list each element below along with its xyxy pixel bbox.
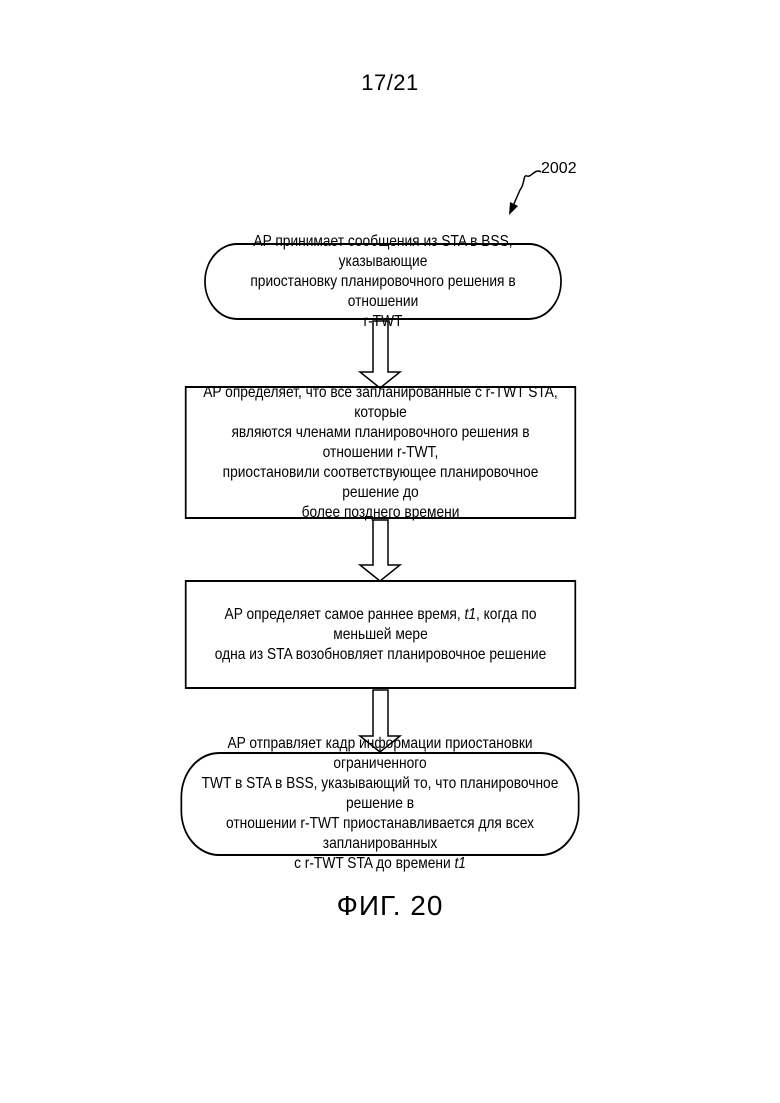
time-variable-t1: t1 <box>465 606 476 623</box>
reference-arrowhead <box>509 202 518 215</box>
time-variable-t1-final: t1 <box>454 855 465 872</box>
flow-arrow-2 <box>360 520 400 581</box>
step-1-line-3: r-TWT <box>216 312 550 332</box>
step-receive-messages: AP принимает сообщения из STA в BSS, ука… <box>204 243 562 320</box>
step-2-line-1: AP определяет, что все запланированные с… <box>197 383 564 423</box>
step-2-line-2: являются членами планировочного решения … <box>197 423 564 463</box>
step-3-line-1: AP определяет самое раннее время, t1, ко… <box>197 605 564 645</box>
step-1-line-2: приостановку планировочного решения в от… <box>216 272 550 312</box>
reference-leader-line <box>513 171 541 206</box>
step-4-line-2: TWT в STA в BSS, указывающий то, что пла… <box>193 774 568 814</box>
step-3-line-2: одна из STA возобновляет планировочное р… <box>197 645 564 665</box>
step-send-suspend-frame: AP отправляет кадр информации приостанов… <box>180 752 579 856</box>
step-determine-earliest-time: AP определяет самое раннее время, t1, ко… <box>185 580 576 689</box>
step-4-line-4-a: с r-TWT STA до времени <box>294 855 454 872</box>
figure-caption: ФИГ. 20 <box>0 890 780 922</box>
step-1-line-1: AP принимает сообщения из STA в BSS, ука… <box>216 232 550 272</box>
step-2-line-3: приостановили соответствующее планировоч… <box>197 463 564 503</box>
step-2-line-4: более позднего времени <box>197 503 564 523</box>
reference-numeral: 2002 <box>541 160 577 178</box>
step-3-line-1-a: AP определяет самое раннее время, <box>225 606 465 623</box>
step-4-line-1: AP отправляет кадр информации приостанов… <box>193 734 568 774</box>
step-4-line-4: с r-TWT STA до времени t1 <box>193 854 568 874</box>
step-4-line-3: отношении r-TWT приостанавливается для в… <box>193 814 568 854</box>
step-determine-all-suspended: AP определяет, что все запланированные с… <box>185 386 576 519</box>
